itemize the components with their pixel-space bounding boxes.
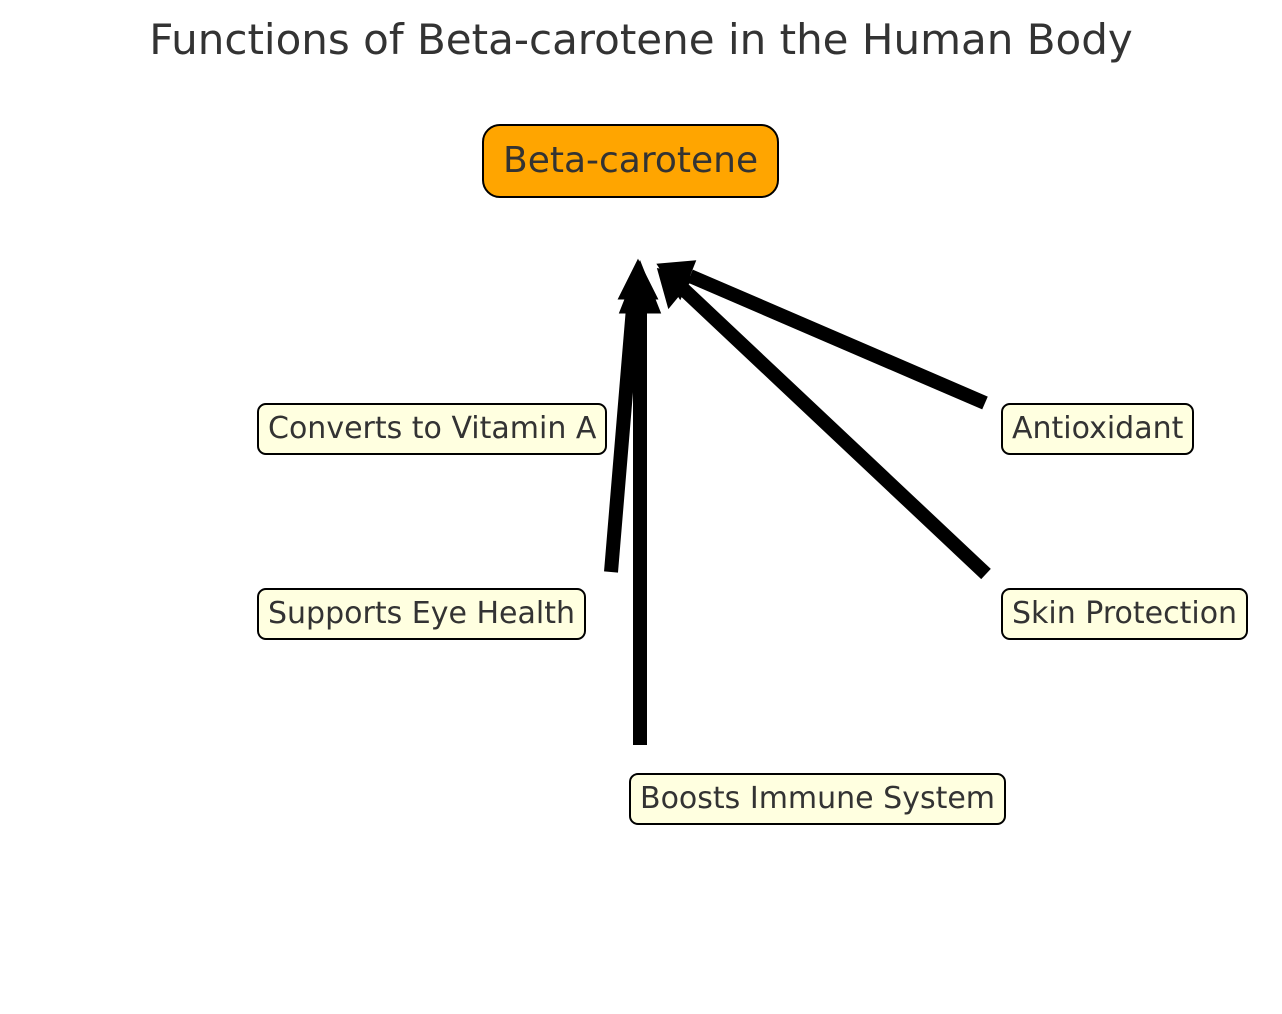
function-node-vitamin-a: Converts to Vitamin A	[257, 403, 608, 455]
arrow-eye-health	[604, 258, 659, 573]
function-node-eye-health: Supports Eye Health	[257, 588, 586, 640]
diagram-title: Functions of Beta-carotene in the Human …	[149, 15, 1133, 64]
center-node-beta-carotene: Beta-carotene	[482, 124, 780, 198]
arrow-skin-protection	[656, 267, 991, 580]
function-node-immune-system: Boosts Immune System	[629, 773, 1007, 825]
function-node-skin-protection: Skin Protection	[1001, 588, 1249, 640]
function-node-antioxidant: Antioxidant	[1001, 403, 1195, 455]
arrow-antioxidant	[656, 260, 988, 410]
